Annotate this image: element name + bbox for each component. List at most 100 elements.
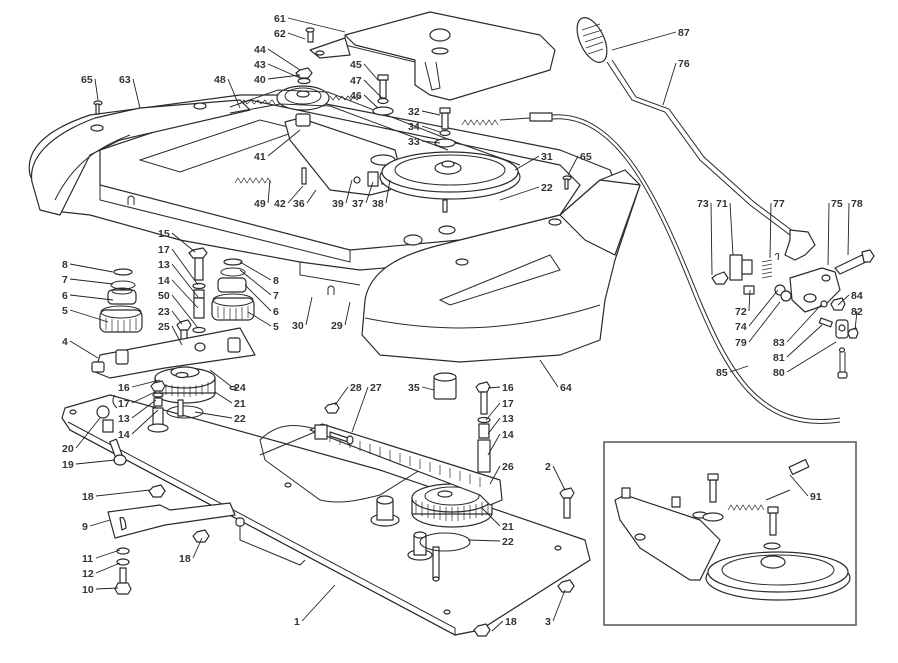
part-number-label: 74 bbox=[735, 321, 747, 333]
left-pulley-stack bbox=[99, 268, 143, 333]
bolt-stack-16b bbox=[475, 381, 491, 473]
callout-5: 5 bbox=[247, 311, 279, 333]
leader-line bbox=[69, 340, 99, 359]
washer-50 bbox=[192, 326, 206, 334]
part-number-label: 16 bbox=[502, 382, 514, 394]
gasket-22b bbox=[166, 405, 204, 419]
callout-17: 17 bbox=[158, 244, 199, 286]
leader-line bbox=[95, 587, 119, 590]
part-number-label: 47 bbox=[350, 75, 362, 87]
leader-line bbox=[171, 263, 199, 298]
part-number-label: 22 bbox=[502, 536, 514, 548]
callout-65: 65 bbox=[567, 151, 592, 176]
callout-71: 71 bbox=[716, 198, 734, 256]
leader-line bbox=[94, 78, 99, 101]
callout-33: 33 bbox=[408, 136, 441, 148]
part-number-label: 17 bbox=[502, 398, 514, 410]
leader-line bbox=[227, 78, 241, 109]
leader-line bbox=[267, 74, 301, 80]
callout-76: 76 bbox=[662, 58, 690, 106]
part-number-label: 41 bbox=[254, 151, 266, 163]
part-number-label: 72 bbox=[735, 306, 747, 318]
part-number-label: 21 bbox=[502, 521, 514, 533]
part-number-label: 25 bbox=[158, 321, 170, 333]
part-number-label: 61 bbox=[274, 13, 286, 25]
callout-91: 91 bbox=[789, 474, 822, 503]
spring-40b bbox=[329, 95, 361, 101]
leader-line bbox=[485, 402, 501, 421]
part-number-label: 35 bbox=[408, 382, 420, 394]
callout-16: 16 bbox=[487, 382, 514, 394]
tension-spring bbox=[461, 119, 499, 126]
callout-13: 13 bbox=[158, 259, 199, 298]
ring-8a bbox=[113, 268, 133, 276]
part-number-label: 76 bbox=[678, 58, 690, 70]
leader-line bbox=[769, 202, 772, 259]
nut-44 bbox=[295, 67, 313, 79]
leader-line bbox=[95, 549, 121, 559]
callout-20: 20 bbox=[62, 417, 101, 455]
callout-4: 4 bbox=[62, 336, 99, 359]
nut-18a bbox=[148, 484, 166, 498]
part-number-label: 79 bbox=[735, 337, 747, 349]
callout-41: 41 bbox=[254, 129, 301, 163]
washer-83 bbox=[820, 300, 828, 308]
gasket-22 bbox=[419, 532, 471, 552]
leader-line bbox=[287, 32, 306, 40]
callout-18: 18 bbox=[491, 616, 517, 632]
leader-line bbox=[363, 79, 383, 99]
callout-24: 24 bbox=[209, 369, 246, 394]
leader-line bbox=[69, 294, 114, 301]
callout-47: 47 bbox=[350, 75, 383, 99]
part-number-label: 2 bbox=[545, 461, 551, 473]
bolt-81 bbox=[818, 317, 833, 328]
part-number-label: 8 bbox=[273, 275, 279, 287]
part-number-label: 83 bbox=[773, 337, 785, 349]
drive-belt-48 bbox=[229, 89, 521, 166]
leader-line bbox=[345, 179, 353, 204]
leader-line bbox=[305, 296, 313, 326]
callout-87: 87 bbox=[611, 27, 690, 51]
leader-line bbox=[131, 391, 156, 404]
callout-84: 84 bbox=[837, 290, 863, 306]
leader-line bbox=[481, 507, 501, 527]
leader-line bbox=[75, 459, 116, 465]
screw-65-right bbox=[562, 175, 572, 190]
part-number-label: 81 bbox=[773, 352, 785, 364]
part-number-label: 73 bbox=[697, 198, 709, 210]
deck-cover-assembly bbox=[28, 94, 641, 363]
leader-line bbox=[69, 263, 114, 273]
leader-line bbox=[132, 78, 141, 109]
knob-20 bbox=[96, 405, 110, 419]
callout-30: 30 bbox=[292, 296, 313, 332]
leader-line bbox=[552, 465, 566, 491]
part-number-label: 11 bbox=[82, 553, 93, 565]
part-number-label: 7 bbox=[273, 290, 279, 302]
callout-6: 6 bbox=[62, 290, 114, 302]
ring-8b bbox=[223, 258, 243, 266]
part-number-label: 20 bbox=[62, 443, 74, 455]
spring-49 bbox=[234, 177, 272, 184]
callout-14: 14 bbox=[118, 409, 159, 441]
leader-line bbox=[192, 537, 203, 559]
part-number-label: 50 bbox=[158, 290, 170, 302]
part-number-label: 1 bbox=[294, 616, 300, 628]
bolt-32 bbox=[441, 112, 449, 130]
part-number-label: 33 bbox=[408, 136, 420, 148]
part-number-label: 40 bbox=[254, 74, 266, 86]
nut-3 bbox=[557, 579, 575, 593]
callout-13: 13 bbox=[118, 399, 157, 425]
leader-line bbox=[487, 433, 501, 456]
leader-line bbox=[239, 261, 272, 281]
leader-line bbox=[786, 324, 823, 358]
part-number-label: 78 bbox=[851, 198, 863, 210]
part-number-label: 38 bbox=[372, 198, 384, 210]
callout-25: 25 bbox=[158, 321, 183, 346]
part-number-label: 91 bbox=[810, 491, 822, 503]
bearing-6b bbox=[217, 277, 247, 293]
part-number-label: 43 bbox=[254, 59, 266, 71]
leader-line bbox=[385, 179, 391, 204]
callout-63: 63 bbox=[119, 74, 141, 109]
